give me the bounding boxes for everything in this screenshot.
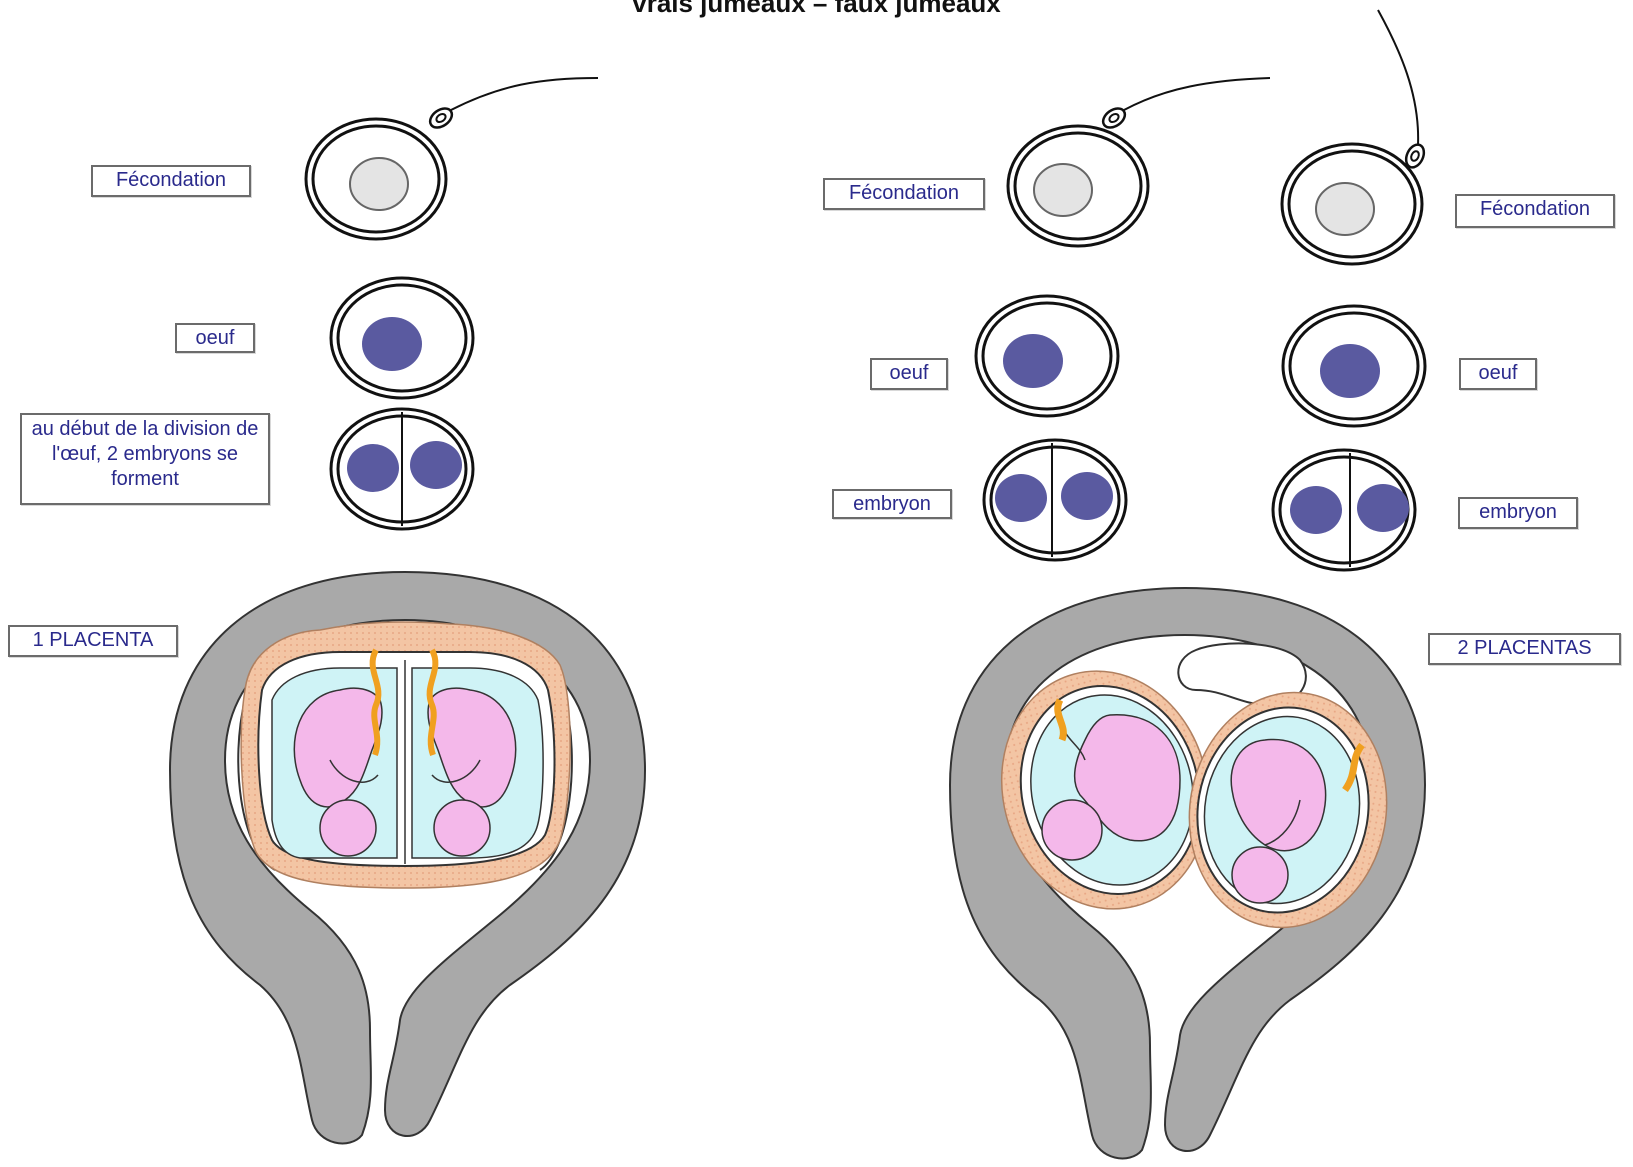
- right-sperm-a: [1100, 78, 1270, 131]
- right-embryon-label-a: embryon: [832, 489, 952, 519]
- right-fecondation-label-b: Fécondation: [1455, 194, 1615, 228]
- right-oeuf-label-a: oeuf: [870, 358, 948, 390]
- right-placenta-label: 2 PLACENTAS: [1428, 633, 1621, 665]
- left-fecondation-egg: [306, 119, 446, 239]
- left-oeuf-label: oeuf: [175, 323, 255, 353]
- left-fecondation-label: Fécondation: [91, 165, 251, 197]
- left-gestational-sac: [241, 622, 570, 888]
- left-sperm: [427, 78, 598, 131]
- right-oeuf-a: [976, 296, 1118, 416]
- left-placenta-label: 1 PLACENTA: [8, 625, 178, 657]
- left-oeuf: [331, 278, 473, 398]
- right-embryon-label-b: embryon: [1458, 497, 1578, 529]
- left-division-label: au début de la division de l'œuf, 2 embr…: [20, 413, 270, 505]
- right-fecondation-label-a: Fécondation: [823, 178, 985, 210]
- right-oeuf-b: [1283, 306, 1425, 426]
- right-embryon-egg-b: [1273, 450, 1415, 570]
- right-oeuf-label-b: oeuf: [1459, 358, 1537, 390]
- right-embryon-egg-a: [984, 440, 1126, 560]
- right-fecondation-egg-a: [1008, 126, 1148, 246]
- right-sperm-b: [1378, 10, 1427, 170]
- left-division-egg: [331, 409, 473, 529]
- right-fecondation-egg-b: [1282, 144, 1422, 264]
